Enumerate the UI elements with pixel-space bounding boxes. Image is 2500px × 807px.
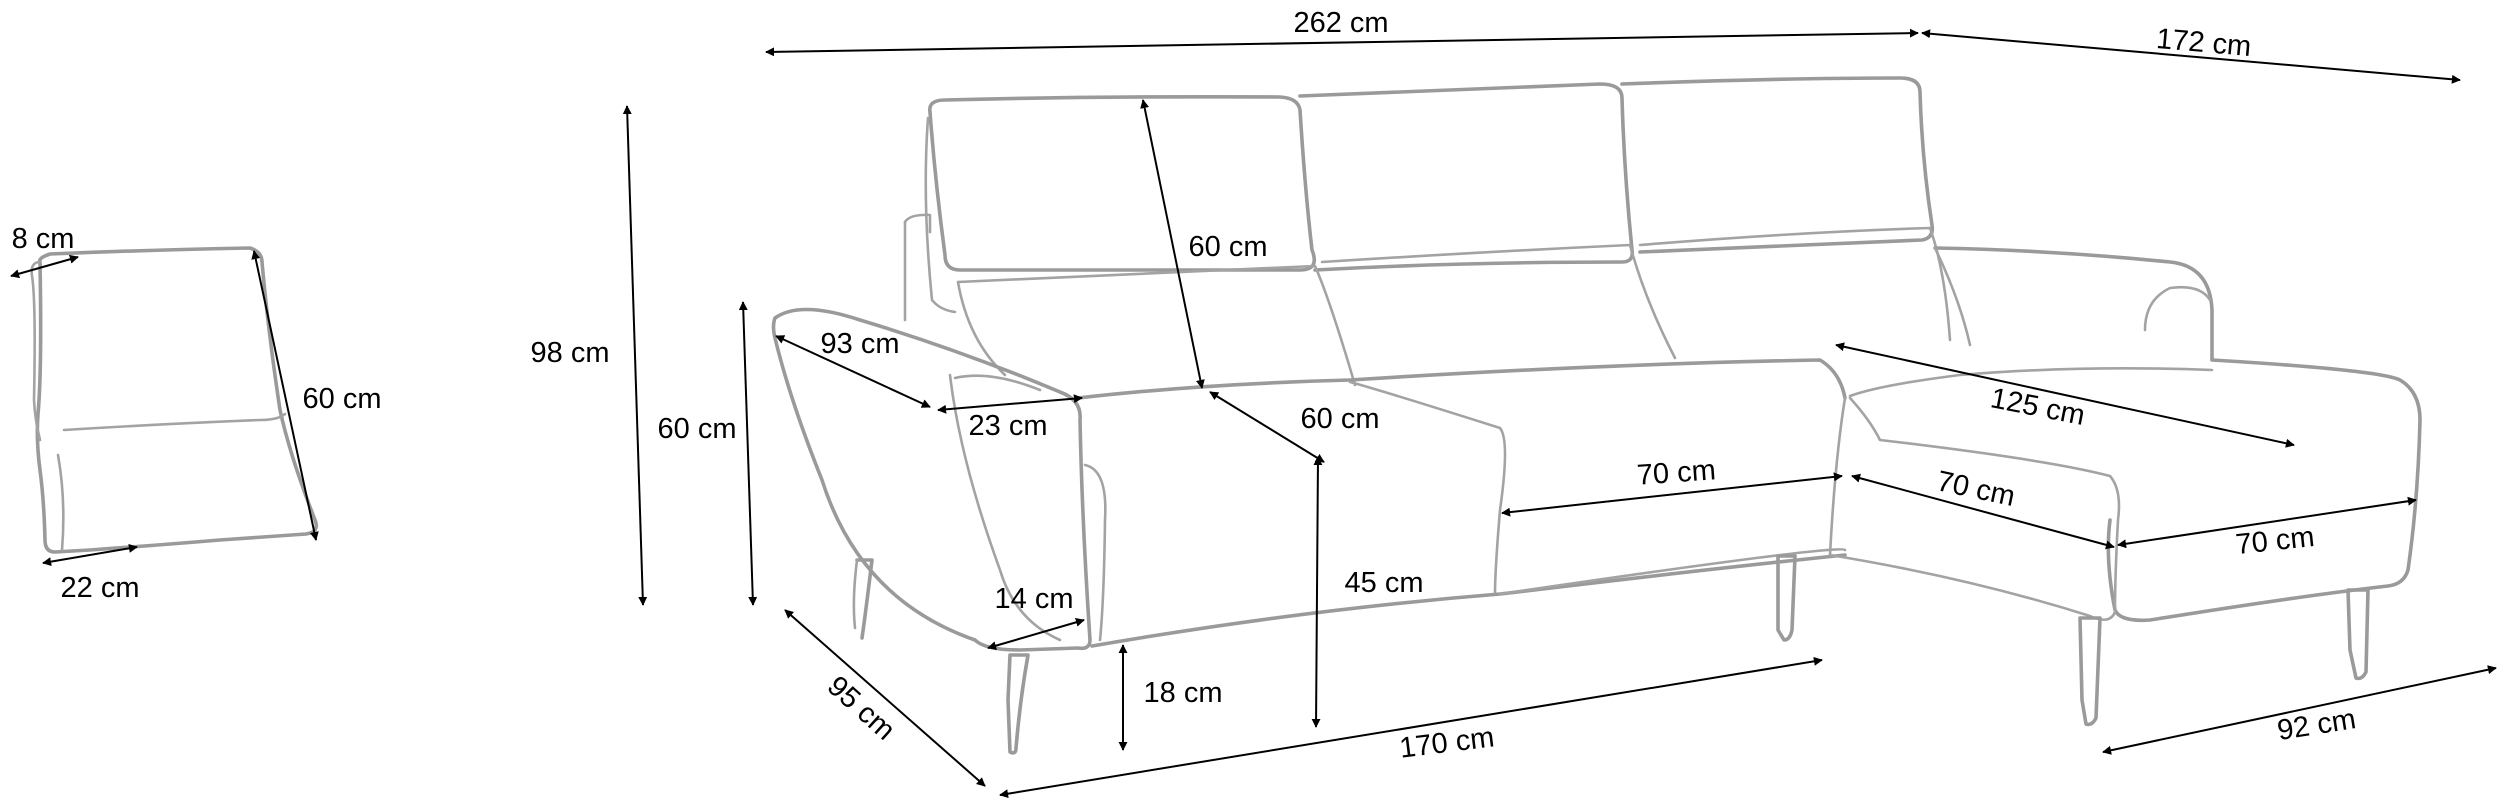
dimension-lines bbox=[10, 28, 2497, 799]
label-depth: 95 cm bbox=[821, 670, 901, 747]
label-cushion-depth: 22 cm bbox=[61, 572, 140, 604]
dim-line-arm-depth bbox=[775, 335, 931, 408]
label-arm-depth: 93 cm bbox=[821, 328, 900, 360]
label-total-width: 262 cm bbox=[1293, 7, 1388, 39]
label-chaise-end-width: 70 cm bbox=[2234, 521, 2316, 561]
label-total-height: 98 cm bbox=[531, 337, 610, 369]
dim-line-chaise-seat-width bbox=[1851, 473, 2115, 550]
label-seat-height: 45 cm bbox=[1345, 567, 1424, 599]
dim-line-sofa-length bbox=[999, 656, 1823, 799]
dim-line-chaise-width bbox=[2102, 665, 2497, 755]
label-seat-width: 70 cm bbox=[1636, 454, 1717, 491]
label-leg-height: 18 cm bbox=[1144, 677, 1223, 709]
label-backrest-height: 60 cm bbox=[1189, 231, 1268, 263]
dim-line-chaise-length bbox=[1921, 29, 2461, 84]
label-chaise-seat-width: 70 cm bbox=[1934, 465, 2018, 513]
dim-line-backrest-height bbox=[1140, 99, 1205, 389]
label-cushion-thickness: 8 cm bbox=[12, 223, 75, 255]
dim-line-total-height bbox=[622, 105, 648, 606]
dim-line-arm-inset bbox=[987, 617, 1085, 651]
label-arm-inset: 14 cm bbox=[995, 583, 1074, 615]
dimension-labels: 262 cm 172 cm 98 cm 60 cm 8 cm 60 cm 22 … bbox=[12, 7, 2359, 765]
label-arm-height: 60 cm bbox=[658, 413, 737, 445]
dim-line-arm-height bbox=[738, 301, 758, 606]
dim-line-cushion-depth bbox=[42, 543, 138, 567]
dim-line-chaise-end-width bbox=[2117, 496, 2417, 549]
label-chaise-width: 92 cm bbox=[2275, 703, 2358, 747]
label-chaise-length: 172 cm bbox=[2155, 23, 2253, 63]
dim-line-seat-height bbox=[1311, 456, 1323, 728]
dim-line-chaise-seat-length bbox=[1835, 342, 2295, 448]
dim-line-total-width bbox=[765, 28, 1919, 57]
label-seat-depth: 60 cm bbox=[1301, 403, 1380, 435]
dim-line-seat-width bbox=[1501, 472, 1843, 517]
back-cushion-drawing bbox=[30, 246, 319, 554]
dim-line-cushion-thickness bbox=[10, 254, 79, 279]
label-cushion-height: 60 cm bbox=[303, 383, 382, 415]
dim-line-cushion-height bbox=[251, 250, 319, 541]
dim-line-depth bbox=[784, 609, 986, 787]
label-arm-width: 23 cm bbox=[969, 410, 1048, 442]
dim-line-seat-depth bbox=[1209, 391, 1325, 463]
dim-line-arm-width bbox=[937, 394, 1083, 414]
